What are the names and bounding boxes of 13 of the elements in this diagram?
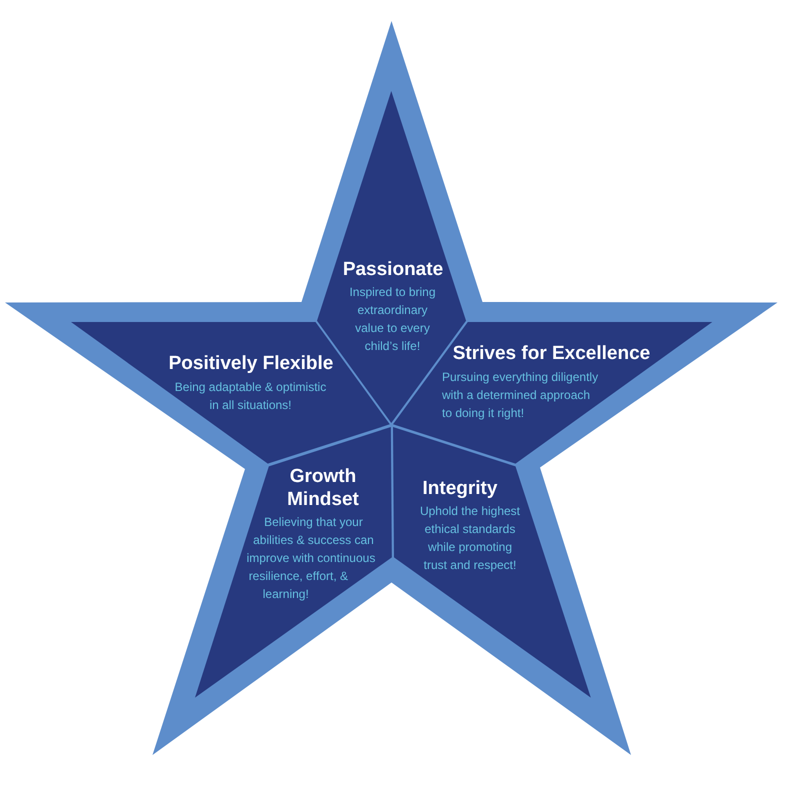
segment-description: Inspired to bring extraordinary value to every child’s life!: [348, 284, 437, 355]
segment-title: Growth Mindset: [286, 464, 360, 511]
segment-title: Strives for Excellence: [452, 343, 652, 366]
segment-description: Uphold the highest ethical standards while promoting trust and respect!: [418, 502, 522, 574]
star-shape: [5, 21, 778, 755]
segment-description: Being adaptable & optimistic in all situations!: [174, 379, 328, 414]
segment-title: Passionate: [342, 259, 444, 282]
segment-title: Positively Flexible: [168, 353, 334, 376]
star-segment: [194, 426, 392, 698]
star-segment: [392, 426, 590, 698]
segment-title: Integrity: [422, 478, 498, 500]
segment-description: Pursuing everything diligently with a determined approach to doing it right!: [442, 369, 600, 422]
segment-description: Believing that your abilities & success can improve with continuous resilience, effort, & learning!: [246, 514, 376, 603]
